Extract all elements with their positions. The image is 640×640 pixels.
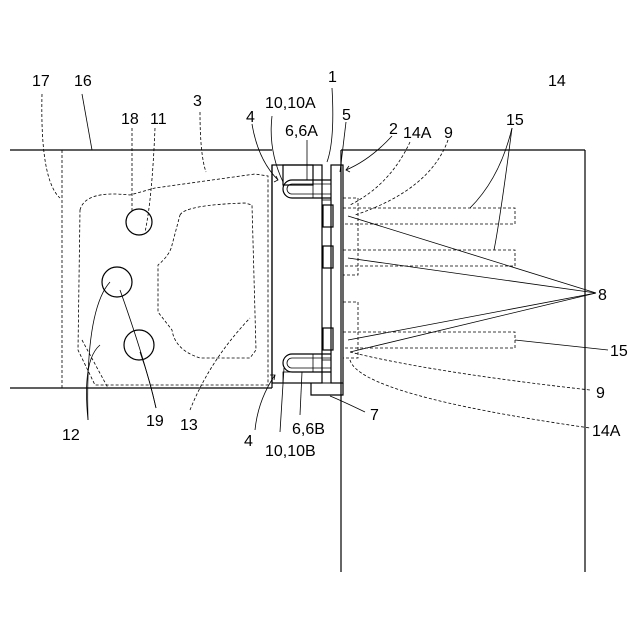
- label-7: 7: [370, 407, 379, 424]
- label-9-right: 9: [596, 385, 605, 402]
- label-9-top: 9: [444, 125, 453, 142]
- label-2: 2: [389, 121, 398, 138]
- label-15-top: 15: [506, 112, 524, 129]
- label-14: 14: [548, 73, 566, 90]
- label-6-6a: 6,6A: [285, 123, 318, 140]
- label-3: 3: [193, 93, 202, 110]
- label-4-lower: 4: [244, 433, 253, 450]
- label-10-10b: 10,10B: [265, 443, 316, 460]
- label-17: 17: [32, 73, 50, 90]
- label-11: 11: [150, 111, 167, 128]
- label-19: 19: [146, 413, 164, 430]
- reference-labels: 17 16 1 14 3 10,10A 18 11 4 6,6A 5 2 14A…: [32, 69, 628, 460]
- label-14a-top: 14A: [403, 125, 432, 142]
- lower-knuckle: [283, 354, 331, 383]
- label-4-upper: 4: [246, 109, 255, 126]
- holes: [102, 209, 154, 360]
- label-15-right: 15: [610, 343, 628, 360]
- hinge-bracket: [311, 165, 343, 395]
- label-18: 18: [121, 111, 139, 128]
- label-13: 13: [180, 417, 198, 434]
- label-1: 1: [328, 69, 337, 86]
- label-14a-bottom: 14A: [592, 423, 621, 440]
- label-16: 16: [74, 73, 92, 90]
- label-8: 8: [598, 287, 607, 304]
- leader-lines: [42, 88, 608, 432]
- label-5: 5: [342, 107, 351, 124]
- door-recess: [78, 174, 268, 385]
- label-12: 12: [62, 427, 80, 444]
- cabinet-body: [341, 150, 585, 572]
- label-6-6b: 6,6B: [292, 421, 325, 438]
- label-10-10a: 10,10A: [265, 95, 316, 112]
